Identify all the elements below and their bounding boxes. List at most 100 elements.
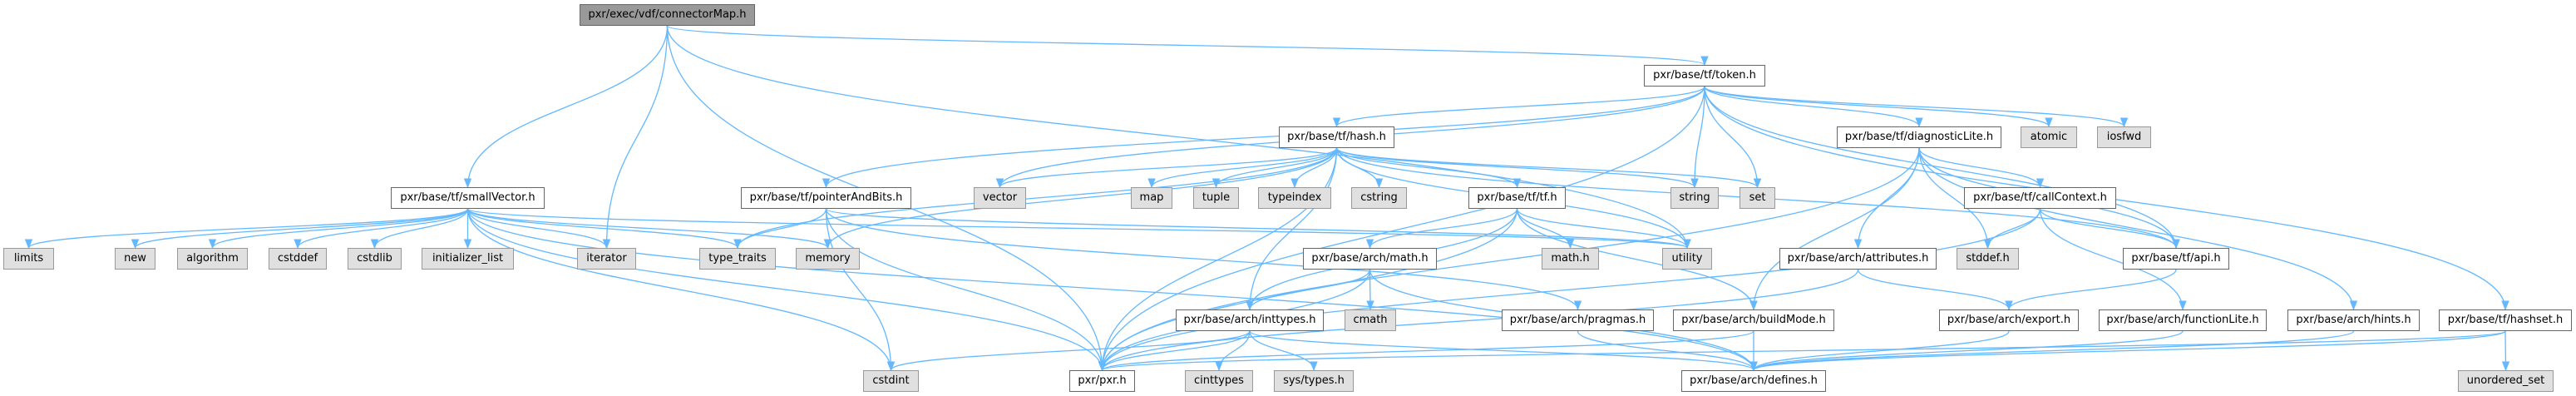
edge-callContext-to-pxr <box>1098 208 2041 372</box>
node-tf[interactable]: pxr/base/tf/tf.h <box>1468 187 1566 209</box>
edge-token-to-hash <box>1333 86 1705 128</box>
node-memory: memory <box>796 248 860 270</box>
node-math-h: math.h <box>1542 248 1599 270</box>
node-string: string <box>1670 187 1719 209</box>
node-cstddef: cstddef <box>269 248 327 270</box>
edge-token-to-pointerAndBits <box>822 86 1705 189</box>
node-hash[interactable]: pxr/base/tf/hash.h <box>1279 126 1394 148</box>
node-cstdint: cstdint <box>863 370 919 392</box>
node-defines[interactable]: pxr/base/arch/defines.h <box>1681 370 1826 392</box>
edge-archMath-to-cmath <box>1366 269 1374 311</box>
edge-token-to-pxr <box>1098 86 1705 372</box>
node-tuple: tuple <box>1193 187 1239 209</box>
edge-hash-to-memory <box>823 147 1338 250</box>
edge-diagnosticLite-to-stddef <box>1918 147 1992 250</box>
edge-pointerAndBits-to-pxr <box>825 208 1107 372</box>
edge-archMath-to-inttypes <box>1246 269 1371 311</box>
edge-hash-to-tf <box>1335 147 1522 189</box>
edge-tf-to-archMath <box>1365 208 1518 250</box>
edge-diagnosticLite-to-callContext <box>1918 147 2045 189</box>
node-iterator: iterator <box>577 248 636 270</box>
node-api[interactable]: pxr/base/tf/api.h <box>2123 248 2229 270</box>
edge-inttypes-to-cinttypes <box>1215 330 1251 372</box>
node-cstring: cstring <box>1351 187 1407 209</box>
node-attributes[interactable]: pxr/base/arch/attributes.h <box>1779 248 1937 270</box>
edge-token-to-diagnosticLite <box>1704 86 1923 128</box>
edge-smallVector-to-cstdlib <box>370 208 469 250</box>
edge-api-to-export <box>2005 269 2177 311</box>
edge-hash-to-type_traits <box>733 147 1338 250</box>
node-typeindex: typeindex <box>1258 187 1331 209</box>
edge-pragmas-to-defines <box>1577 330 1758 372</box>
node-vector: vector <box>974 187 1026 209</box>
edge-callContext-to-api <box>2039 208 2180 250</box>
node-cstdlib: cstdlib <box>348 248 402 270</box>
edge-connectorMap-to-token <box>666 25 1709 67</box>
node-cmath: cmath <box>1345 309 1396 331</box>
node-initializer-list: initializer_list <box>422 248 514 270</box>
edge-smallVector-to-defines <box>466 208 1758 372</box>
edge-smallVector-to-cstddef <box>294 208 469 250</box>
edge-inttypes-to-defines <box>1249 330 1758 372</box>
edge-smallVector-to-memory <box>466 208 832 250</box>
edge-smallVector-to-cstdint <box>466 208 896 372</box>
edge-inttypes-to-cstdint <box>887 330 1251 372</box>
edge-functionLite-to-defines <box>1749 330 2184 372</box>
edge-smallVector-to-new <box>131 208 469 250</box>
edge-token-to-iosfwd <box>1704 86 2128 128</box>
node-utility: utility <box>1662 248 1712 270</box>
edge-export-to-defines <box>1749 330 2010 372</box>
node-hints[interactable]: pxr/base/arch/hints.h <box>2287 309 2420 331</box>
edge-smallVector-to-utility <box>466 208 1691 250</box>
edge-attributes-to-pxr <box>1098 269 1859 372</box>
edge-connectorMap-to-iterator <box>602 25 669 250</box>
node-buildmode[interactable]: pxr/base/arch/buildMode.h <box>1673 309 1834 331</box>
edge-hashset-to-defines <box>1749 330 2506 372</box>
node-callcontext[interactable]: pxr/base/tf/callContext.h <box>1964 187 2116 209</box>
node-arch-math[interactable]: pxr/base/arch/math.h <box>1303 248 1437 270</box>
node-pragmas[interactable]: pxr/base/arch/pragmas.h <box>1502 309 1654 331</box>
edge-hash-to-set <box>1335 147 1761 189</box>
edge-pointerAndBits-to-type_traits <box>733 208 827 250</box>
node-token[interactable]: pxr/base/tf/token.h <box>1644 65 1765 87</box>
edge-smallVector-to-iterator <box>466 208 611 250</box>
node-inttypes[interactable]: pxr/base/arch/inttypes.h <box>1176 309 1324 331</box>
node-unordered-set: unordered_set <box>2458 370 2554 392</box>
node-pxr[interactable]: pxr/pxr.h <box>1069 370 1135 392</box>
edge-connectorMap-to-utility <box>666 25 1691 250</box>
edge-token-to-set <box>1704 86 1762 189</box>
node-cinttypes: cinttypes <box>1185 370 1253 392</box>
edge-callContext-to-functionLite <box>2039 208 2187 311</box>
edge-smallVector-to-limits <box>25 208 469 250</box>
node-export[interactable]: pxr/base/arch/export.h <box>1939 309 2079 331</box>
edge-pointerAndBits-to-utility <box>825 208 1691 250</box>
node-pointerandbits[interactable]: pxr/base/tf/pointerAndBits.h <box>741 187 911 209</box>
node-algorithm: algorithm <box>177 248 248 270</box>
edge-tf-to-mathh <box>1516 208 1575 250</box>
edge-smallVector-to-type_traits <box>466 208 742 250</box>
node-type-traits: type_traits <box>699 248 776 270</box>
edge-hashset-to-pxr <box>1098 330 2506 372</box>
edge-hashset-to-unordered_set <box>2501 330 2510 372</box>
node-connectormap: pxr/exec/vdf/connectorMap.h <box>580 4 755 26</box>
edge-tf-to-buildMode <box>1516 208 1758 311</box>
node-functionlite[interactable]: pxr/base/arch/functionLite.h <box>2099 309 2267 331</box>
node-atomic: atomic <box>2021 126 2077 148</box>
node-smallvector[interactable]: pxr/base/tf/smallVector.h <box>391 187 545 209</box>
node-hashset[interactable]: pxr/base/tf/hashset.h <box>2439 309 2572 331</box>
edge-hash-to-typeindex <box>1290 147 1338 189</box>
edge-attributes-to-export <box>1857 269 2013 311</box>
node-new: new <box>115 248 155 270</box>
edge-diagnosticLite-to-attributes <box>1853 147 1920 250</box>
edge-smallVector-to-algorithm <box>208 208 469 250</box>
edge-token-to-atomic <box>1704 86 2053 128</box>
node-set: set <box>1740 187 1775 209</box>
edge-diagnosticLite-to-buildMode <box>1749 147 1920 311</box>
node-systypes: sys/types.h <box>1274 370 1354 392</box>
edge-pointerAndBits-to-cstdint <box>825 208 896 372</box>
edge-pointerAndBits-to-pragmas <box>825 208 1582 311</box>
edge-hash-to-map <box>1147 147 1338 189</box>
node-diagnosticlite[interactable]: pxr/base/tf/diagnosticLite.h <box>1837 126 2001 148</box>
edge-buildMode-to-pxr <box>1098 330 1754 372</box>
